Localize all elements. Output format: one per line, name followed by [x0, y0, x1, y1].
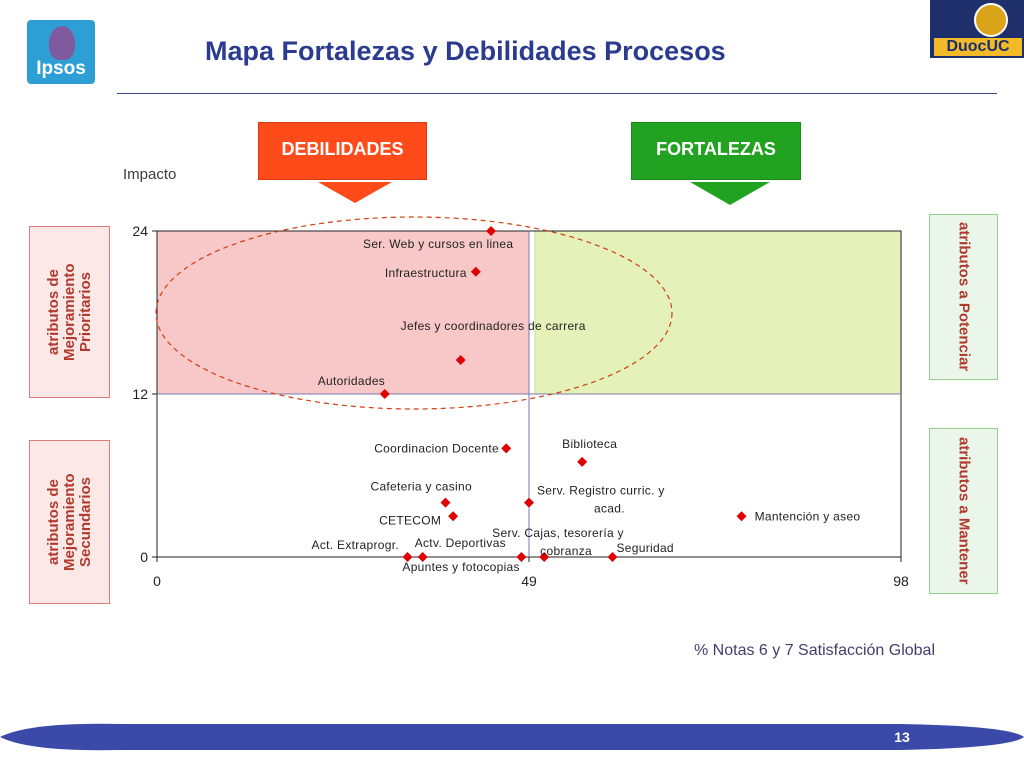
- axis-ticks: 0 12 24 0 49 98: [132, 223, 909, 589]
- y-tick-label: 0: [140, 549, 148, 565]
- data-point-marker: [440, 497, 451, 508]
- fortalezas-arrow-icon: [690, 182, 770, 205]
- data-point-label: Mantención y aseo: [755, 509, 861, 523]
- data-point-label: CETECOM: [379, 513, 441, 527]
- data-point-marker: [379, 389, 390, 399]
- data-point-marker: [448, 511, 459, 522]
- debilidades-arrow-icon: [318, 182, 392, 203]
- data-point-marker: [736, 511, 747, 522]
- duoc-seal-icon: [974, 3, 1008, 37]
- data-point-marker: [486, 226, 497, 236]
- data-point-label: Act. Extraprogr.: [312, 538, 400, 552]
- quadrant-mejoramiento-prioritario: [156, 230, 530, 395]
- debilidades-tag: DEBILIDADES: [258, 122, 427, 180]
- y-tick-label: 24: [132, 223, 148, 239]
- slide-title: Mapa Fortalezas y Debilidades Procesos: [205, 36, 726, 66]
- data-point-marker: [455, 355, 466, 366]
- x-tick-label: 0: [153, 573, 161, 589]
- data-point-label: Cafeteria y casino: [370, 480, 471, 494]
- x-tick-label: 98: [893, 573, 909, 589]
- data-point-label: Infraestructura: [385, 266, 467, 280]
- side-label-prioritarios: atributos de Mejoramiento Prioritarios: [29, 226, 110, 398]
- footer-band: [0, 723, 1024, 751]
- ipsos-logo-text: Ipsos: [36, 58, 86, 79]
- title-divider: [117, 93, 997, 94]
- side-label-potenciar: atributos a Potenciar: [929, 214, 998, 380]
- fortalezas-tag: FORTALEZAS: [631, 122, 801, 180]
- side-label-secundarios: atributos de Mejoramiento Secundarios: [29, 440, 110, 604]
- data-point-label: Autoridades: [318, 374, 385, 388]
- side-label-mantener: atributos a Mantener: [929, 428, 998, 594]
- ipsos-logo: Ipsos: [27, 20, 95, 84]
- page-number: 13: [894, 729, 910, 745]
- data-point-marker: [539, 552, 550, 562]
- x-axis-title: % Notas 6 y 7 Satisfacción Global: [694, 642, 936, 659]
- scatter-chart: 0 12 24 0 49 98 Ser. Web y cursos en lineaInf…: [132, 182, 909, 589]
- duoc-logo: DuocUC: [930, 0, 1024, 58]
- side-label-mantener-text: atributos a Mantener: [955, 437, 973, 585]
- data-point-marker: [607, 552, 618, 562]
- data-point-label: Coordinacion Docente: [374, 441, 499, 455]
- data-point-marker: [402, 552, 413, 562]
- data-point-marker: [417, 552, 428, 562]
- x-tick-label: 49: [521, 573, 537, 589]
- data-point-marker: [577, 456, 588, 467]
- ipsos-head-icon: [49, 26, 75, 60]
- debilidades-label: DEBILIDADES: [281, 139, 404, 159]
- data-points: [379, 226, 747, 562]
- data-point-label: Jefes y coordinadores de carrera: [401, 319, 586, 333]
- point-labels: Ser. Web y cursos en lineaInfraestructur…: [312, 237, 861, 574]
- priority-ellipse: [155, 216, 673, 410]
- duoc-logo-text: DuocUC: [934, 38, 1022, 56]
- data-point-label: Ser. Web y cursos en linea: [363, 237, 513, 251]
- data-point-marker: [470, 266, 481, 277]
- data-point-label: Biblioteca: [562, 437, 617, 451]
- data-point-marker: [516, 552, 527, 562]
- data-point-label: Actv. Deportivas: [415, 536, 506, 550]
- y-tick-label: 12: [132, 386, 148, 402]
- fortalezas-label: FORTALEZAS: [656, 139, 776, 159]
- data-point-label: Seguridad: [617, 541, 674, 555]
- data-point-marker: [501, 443, 512, 454]
- data-point-marker: [524, 497, 534, 508]
- side-label-potenciar-text: atributos a Potenciar: [955, 222, 973, 372]
- quadrant-potenciar: [534, 230, 902, 395]
- data-point-label: Apuntes y fotocopias: [402, 560, 519, 574]
- y-axis-title: Impacto: [123, 166, 177, 183]
